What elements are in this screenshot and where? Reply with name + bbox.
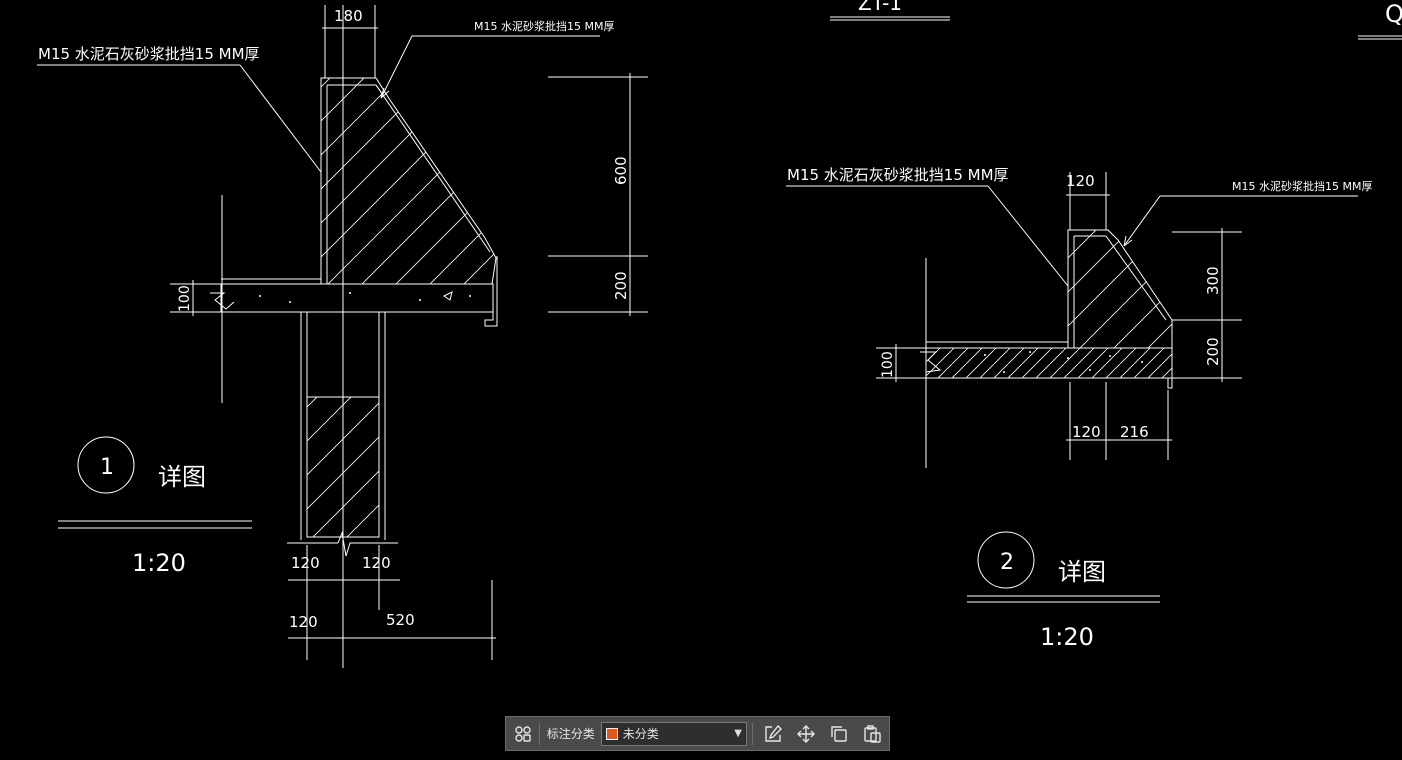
category-select-value: 未分类 [622,727,659,741]
detail2-note-right: M15 水泥砂浆批挡15 MM厚 [1232,179,1372,193]
detail1-note-left: M15 水泥石灰砂浆批挡15 MM厚 [38,45,260,63]
right-partial-title: Q [1385,0,1402,28]
detail2-slab [925,347,1173,379]
detail2-dim-100: 100 [880,351,896,378]
move-icon[interactable] [795,723,817,745]
detail1-parapet-section [320,77,497,285]
detail1-dim-bottom-left: 120 [291,554,320,572]
detail1-scale: 1:20 [132,549,186,577]
detail1-dim-top: 180 [334,7,363,25]
detail2-dim-top: 120 [1066,172,1095,190]
category-select[interactable]: 未分类 ▼ [600,721,747,746]
category-label: 标注分类 [546,727,595,741]
detail2-concrete-texture [984,351,1143,373]
edit-icon[interactable] [762,723,784,745]
detail1-note-right: M15 水泥砂浆批挡15 MM厚 [474,19,614,33]
toolbar-separator-2 [752,722,753,745]
detail2-circle-number: 2 [1000,550,1014,575]
chevron-down-icon: ▼ [734,728,742,739]
detail1-slab [220,283,494,313]
detail2-scale: 1:20 [1040,623,1094,651]
detail1-dim-200: 200 [612,271,630,300]
detail2-dim-300: 300 [1204,266,1222,295]
detail1-dim-row2-left: 120 [289,613,318,631]
top-partial-titles: ZT-1 Q [830,0,1402,40]
paste-icon[interactable] [861,723,883,745]
detail2-dim-bottom-left: 120 [1072,423,1101,441]
detail-1: 180 600 200 100 120 120 120 520 M15 水泥石灰… [37,5,648,668]
detail1-dim-row2-right: 520 [386,611,415,629]
detail1-index-circle [77,436,135,494]
detail2-title: 详图 [1058,558,1106,586]
detail-2: 120 300 200 100 120 216 M15 水泥石灰砂浆批挡15 M… [786,166,1372,651]
detail2-note-left: M15 水泥石灰砂浆批挡15 MM厚 [787,166,1009,184]
detail1-dim-bottom-right: 120 [362,554,391,572]
annotation-toolbar: 标注分类 未分类 ▼ [505,716,890,751]
middle-partial-title: ZT-1 [858,0,902,15]
detail1-circle-number: 1 [100,455,114,480]
detail1-dim-100: 100 [177,285,193,312]
category-color-swatch [605,727,618,740]
toolbar-tools [762,723,883,745]
detail2-index-circle [977,531,1035,589]
grid-icon[interactable] [512,723,534,745]
detail2-parapet-section [1067,229,1173,349]
detail2-dim-200: 200 [1204,337,1222,366]
detail1-title: 详图 [158,463,206,491]
toolbar-separator [538,722,540,745]
copy-icon[interactable] [828,723,850,745]
detail2-dim-bottom-right: 216 [1120,423,1149,441]
detail1-dim-600: 600 [612,156,630,185]
